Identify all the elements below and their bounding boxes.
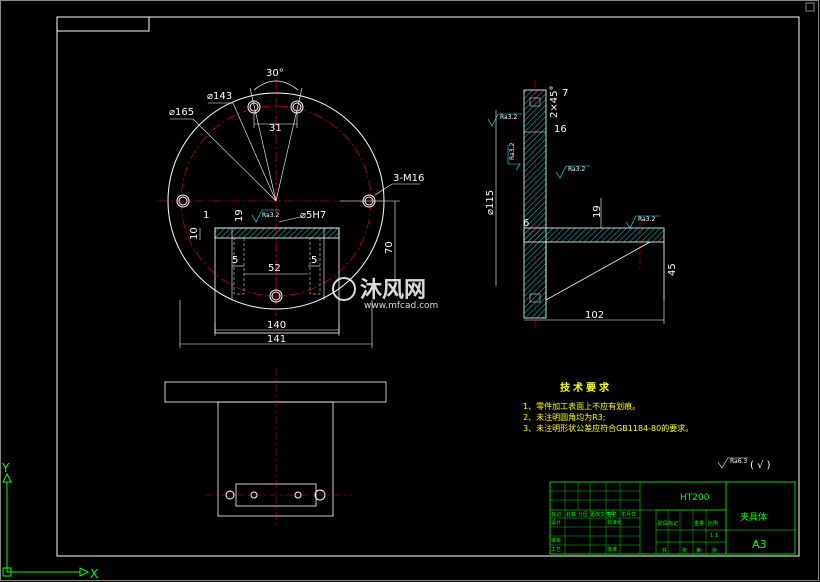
svg-text:Ra3.2: Ra3.2 [568,166,585,173]
svg-text:签名: 签名 [607,511,617,518]
svg-text:Ra3.2: Ra3.2 [638,216,655,223]
svg-text:处数: 处数 [566,511,576,518]
dim-141: 141 [267,334,286,345]
svg-text:年月日: 年月日 [621,511,636,518]
side-dim-16: 16 [554,124,567,135]
svg-text:Ra6.3: Ra6.3 [730,458,747,465]
dim-1: 1 [203,210,209,221]
dim-140: 140 [267,320,286,331]
roughness-symbol-2 [487,113,522,127]
outer-dia-dim: ⌀165 [169,107,194,118]
side-dim-19: 19 [592,205,603,218]
tapped-holes-dim: 3-M16 [393,173,424,184]
angle-arc [253,80,299,91]
svg-text:共: 共 [662,547,667,554]
dim-10: 10 [189,227,200,240]
side-view: 7 2×45° 16 ⌀115 19 6 45 102 Ra3.2 Ra3.2 … [485,80,678,328]
part-name: 夹具体 [740,511,767,523]
drawing-border [56,16,800,557]
side-dim-102: 102 [585,310,604,321]
dim-5b: 5 [311,255,317,266]
tech-title: 技术要求 [560,381,612,394]
angle-dim: 30° [266,68,284,79]
side-web [523,227,665,243]
top-left-tab [57,17,150,32]
roughness-symbol-3 [507,145,521,171]
dim-5a: 5 [232,255,238,266]
svg-text:Ra3.2: Ra3.2 [500,114,517,121]
dim-70: 70 [384,241,395,254]
top-view [164,368,387,525]
slot-width-dim: 31 [269,123,282,134]
tapped-hole-left [176,194,190,208]
ucs-y-label: Y [1,461,10,475]
title-block: 标记 处数 分区 更改文件号 签名 年月日 设计 标准化 审核 工艺 批准 阶段… [549,481,796,555]
svg-text:批准: 批准 [607,546,617,553]
top-hole-right [290,100,304,114]
svg-text:( √ ): ( √ ) [750,460,771,471]
section-strip [214,227,340,239]
title-block-grid [550,482,707,554]
top-hole-left [247,100,261,114]
roughness-symbol-5 [625,215,660,229]
side-dim-6: 6 [523,218,529,229]
svg-text:标记: 标记 [551,511,561,518]
svg-text:张: 张 [682,547,687,554]
watermark-url: www.mfcad.com [364,301,438,311]
pin-hole-dim: ⌀5H7 [300,210,326,221]
dim-19a: 19 [234,209,245,222]
side-rib [545,241,651,301]
section-block [214,227,340,334]
corner-marker [805,2,815,12]
svg-text:重量: 重量 [694,520,704,527]
roughness-symbol-1 [251,209,280,223]
general-roughness: Ra6.3 ( √ ) [717,457,771,471]
svg-text:标准化: 标准化 [607,519,622,526]
tech-requirements: 技术要求 1、零件加工表面上不应有划痕。 2、未注明圆角均为R3; 3、未注明形… [523,381,693,433]
svg-text:设计: 设计 [551,519,561,526]
svg-text:更改文件号: 更改文件号 [590,511,615,518]
watermark: 沐风网 www.mfcad.com [332,277,438,311]
ucs-x-label: X [90,567,98,581]
material-label: HT200 [680,493,710,503]
side-dim-2x45: 2×45° [549,86,560,118]
tech-item-3: 3、未注明形状公差应符合GB1184-80的要求。 [523,423,693,433]
svg-text:工艺: 工艺 [551,547,561,553]
sheet-size: A3 [752,538,767,551]
tech-item-2: 2、未注明圆角均为R3; [523,412,605,422]
svg-text:第: 第 [696,547,701,554]
svg-text:比例: 比例 [708,520,718,527]
side-dim-7: 7 [562,88,568,99]
top-view-flange [164,381,387,403]
scale-value: 1:1 [710,533,718,539]
svg-text:阶段标记: 阶段标记 [658,520,678,527]
svg-text:Ra3.2: Ra3.2 [262,212,279,219]
svg-text:分区: 分区 [578,511,588,518]
svg-text:张: 张 [712,547,717,554]
tech-item-1: 1、零件加工表面上不应有划痕。 [523,401,640,411]
svg-text:Ra3.2: Ra3.2 [509,143,516,160]
side-dim-45: 45 [667,263,678,276]
dim-52: 52 [268,263,281,274]
side-dim-dia115: ⌀115 [485,190,496,215]
front-view: 30° 31 ⌀143 ⌀165 3-M16 1 19 10 70 [158,68,424,348]
watermark-brand: 沐风网 [360,278,426,303]
pcd-dim: ⌀143 [207,91,232,102]
roughness-symbol-4 [555,165,590,179]
top-view-body [217,401,334,517]
svg-text:审核: 审核 [551,537,561,544]
ucs-icon: X Y [1,461,98,581]
